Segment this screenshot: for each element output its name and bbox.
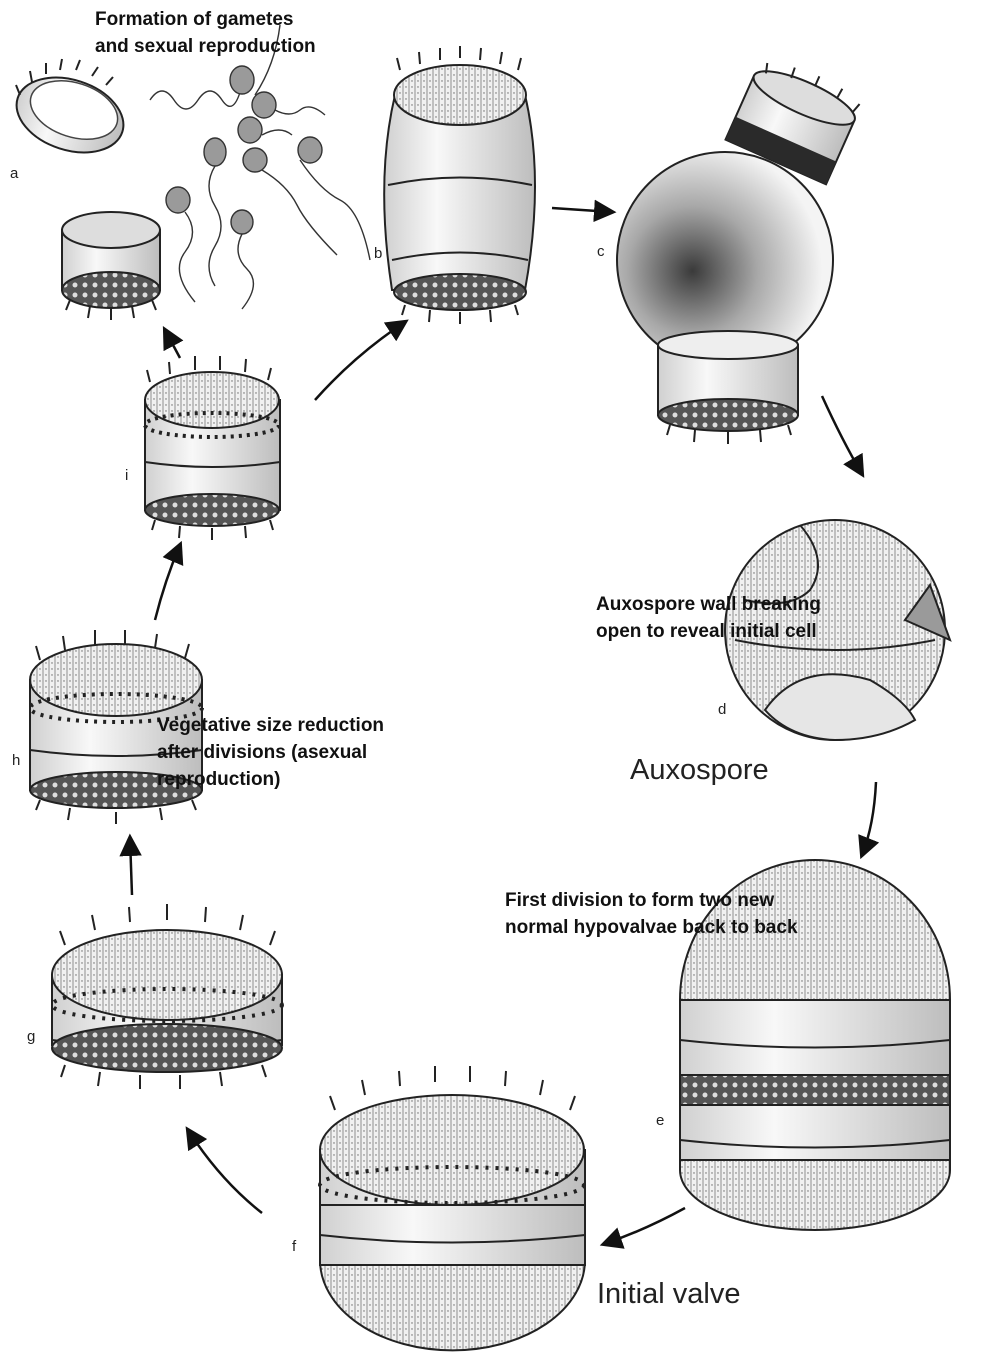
stage-c-auxospore xyxy=(617,52,865,444)
letter-f: f xyxy=(292,1238,296,1255)
arrow-d-to-e xyxy=(862,782,876,855)
stage-b-cell xyxy=(384,46,535,324)
letter-b: b xyxy=(374,245,382,262)
arrow-i-to-b xyxy=(315,322,405,400)
stage-i-empty-valve xyxy=(62,212,160,320)
letter-d: d xyxy=(718,701,726,718)
stage-a-valve xyxy=(7,59,133,165)
arrow-c-to-d xyxy=(822,396,862,474)
label-auxospore: Auxospore xyxy=(630,754,769,787)
label-vegetative: Vegetative size reduction after division… xyxy=(157,712,384,793)
label-vegetative-line-3: reproduction) xyxy=(157,766,384,793)
letter-c: c xyxy=(597,243,605,260)
letter-h: h xyxy=(12,752,20,769)
label-gametes-line-1: Formation of gametes xyxy=(95,6,316,33)
arrow-f-to-g xyxy=(188,1130,262,1213)
arrow-g-to-h xyxy=(130,838,132,895)
label-vegetative-line-1: Vegetative size reduction xyxy=(157,712,384,739)
arrow-e-to-f xyxy=(604,1208,685,1244)
stage-f-initial-valve-cell xyxy=(320,1066,585,1350)
label-first-division-line-2: normal hypovalvae back to back xyxy=(505,914,798,941)
letter-e: e xyxy=(656,1112,664,1129)
gametes xyxy=(150,25,370,309)
letter-i: i xyxy=(125,467,128,484)
label-gametes-line-2: and sexual reproduction xyxy=(95,33,316,60)
label-auxospore-wall: Auxospore wall breaking open to reveal i… xyxy=(596,591,821,645)
letter-a: a xyxy=(10,165,18,182)
stage-i-cell xyxy=(145,356,280,540)
arrow-h-to-i xyxy=(155,545,180,620)
label-auxospore-wall-line-1: Auxospore wall breaking xyxy=(596,591,821,618)
label-vegetative-line-2: after divisions (asexual xyxy=(157,739,384,766)
label-first-division: First division to form two new normal hy… xyxy=(505,887,798,941)
stage-g-cell xyxy=(52,904,282,1089)
arrow-b-to-c xyxy=(552,208,612,212)
arrow-i-to-valve xyxy=(165,330,180,358)
label-first-division-line-1: First division to form two new xyxy=(505,887,798,914)
label-auxospore-wall-line-2: open to reveal initial cell xyxy=(596,618,821,645)
letter-g: g xyxy=(27,1028,35,1045)
label-initial-valve: Initial valve xyxy=(597,1278,740,1311)
label-gametes: Formation of gametes and sexual reproduc… xyxy=(95,6,316,60)
